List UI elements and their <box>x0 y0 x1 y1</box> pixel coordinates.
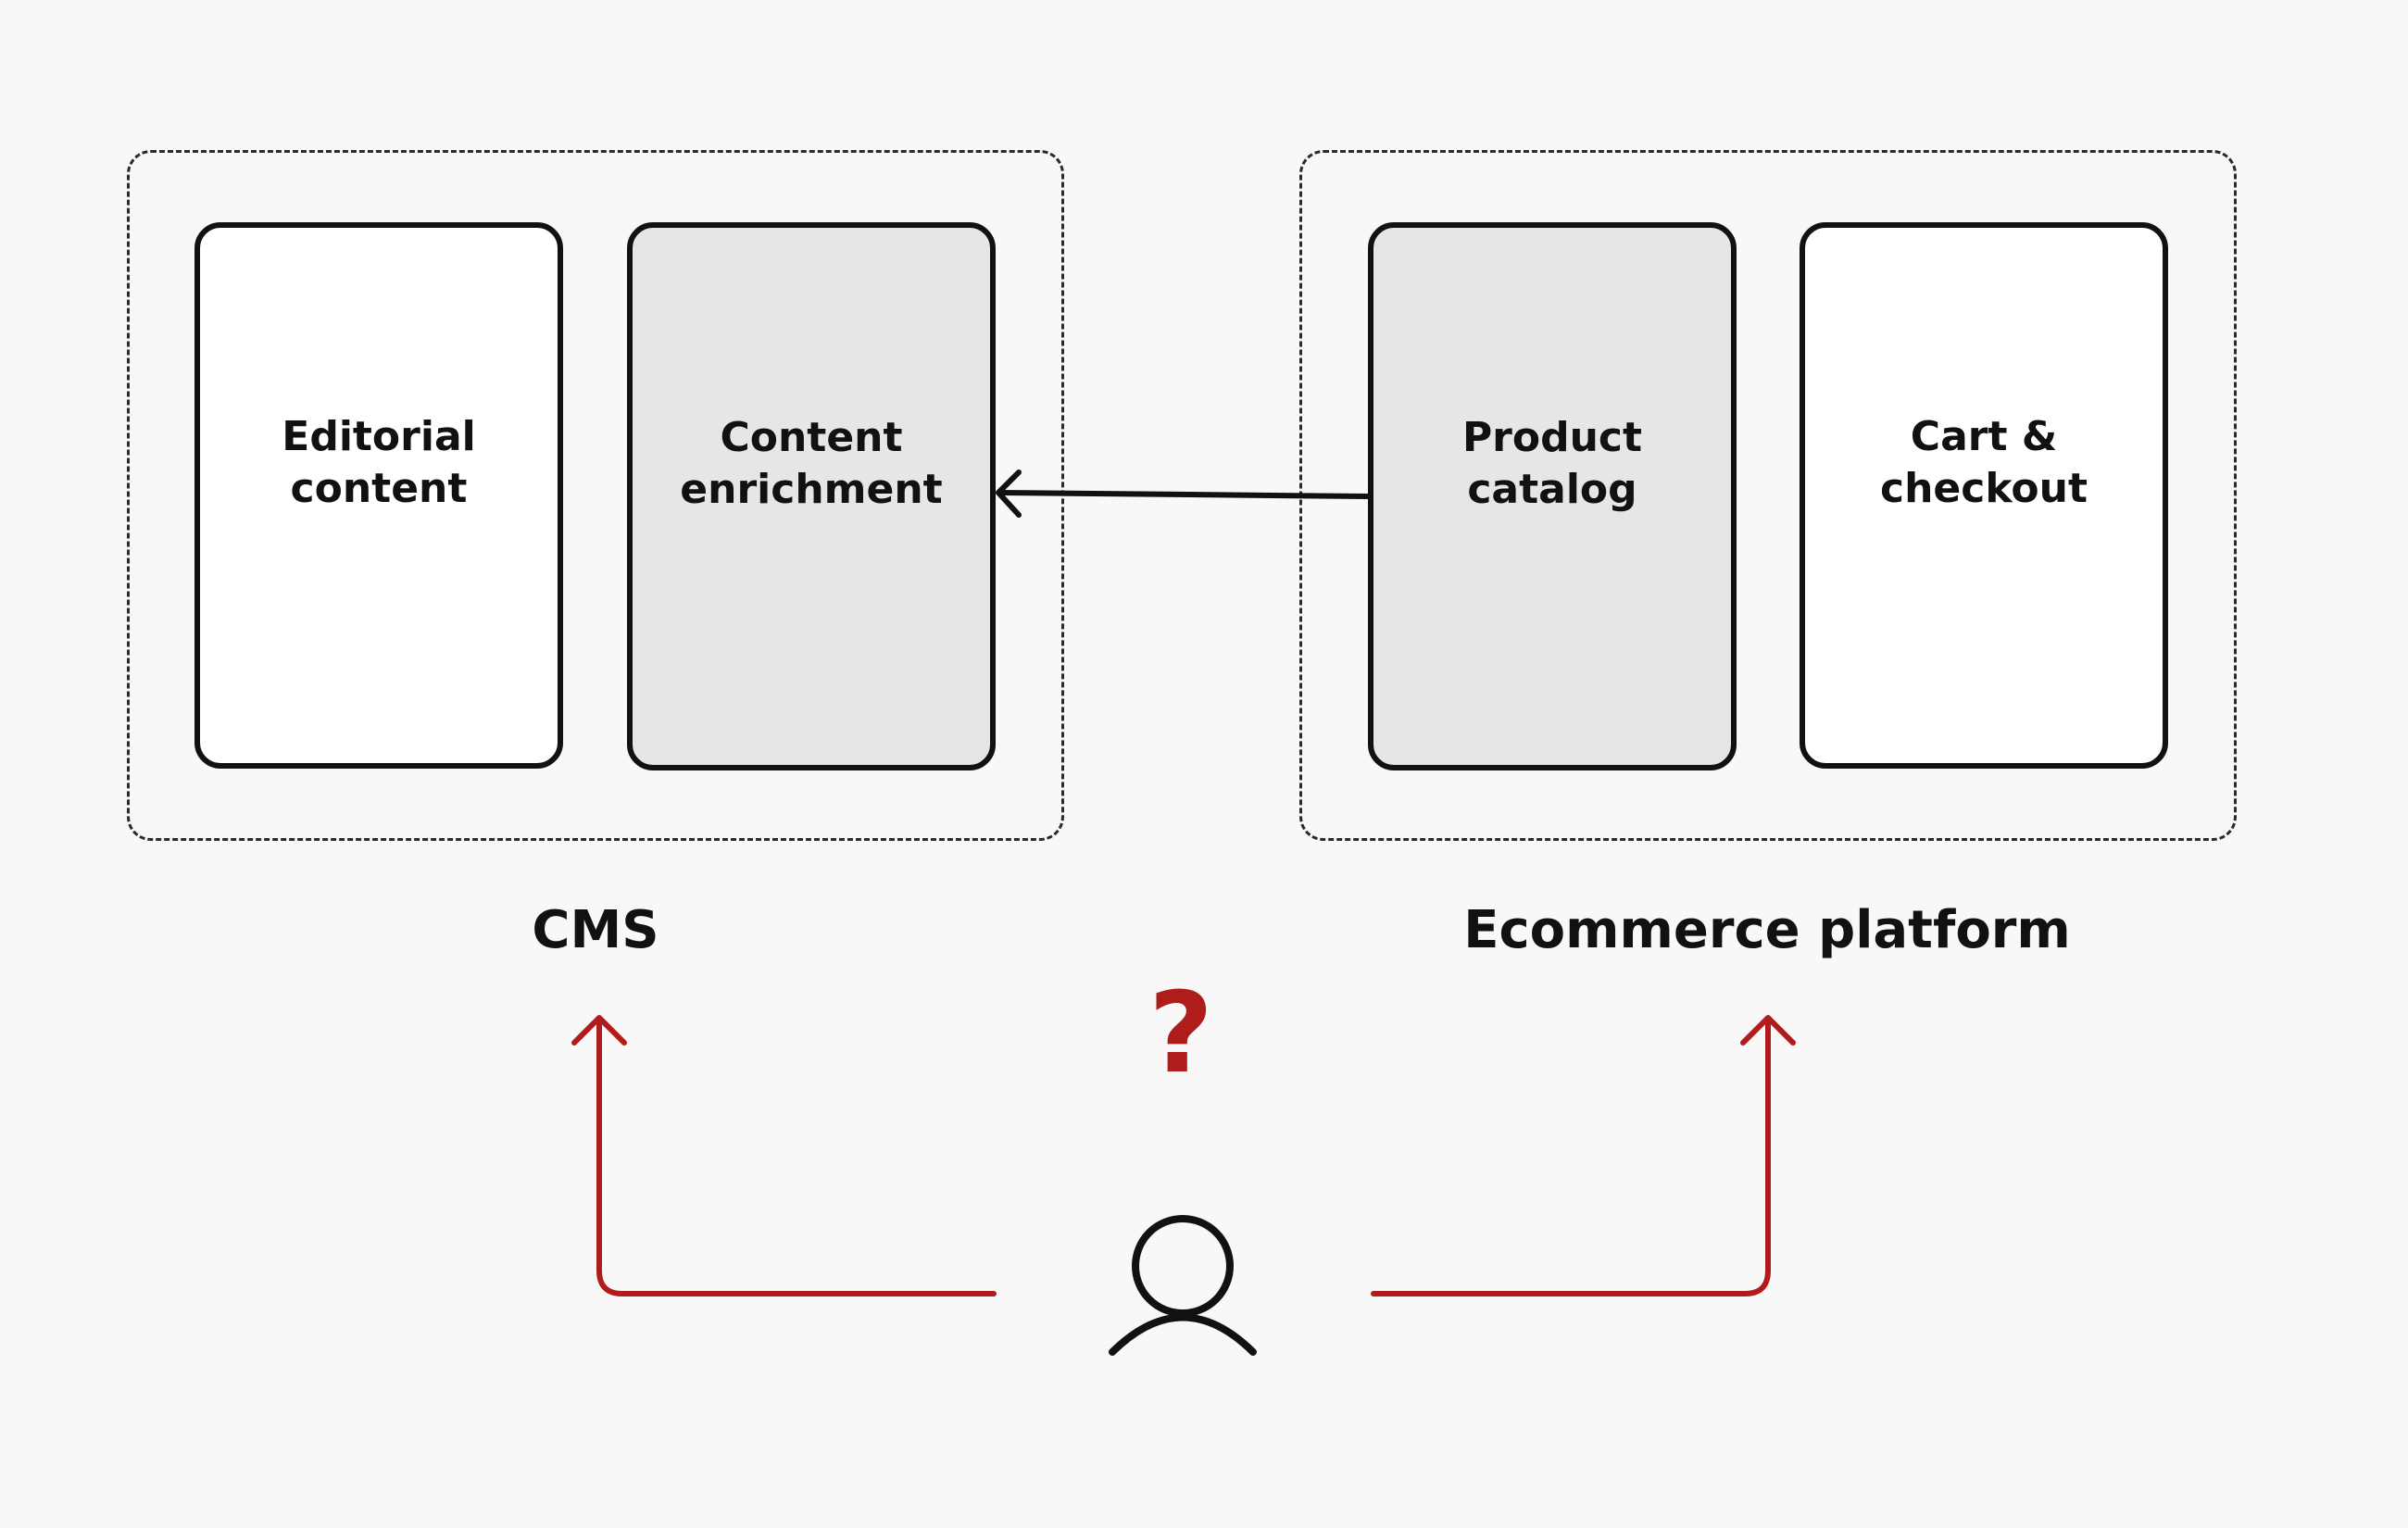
card-label: Editorial content <box>282 413 476 512</box>
user-icon <box>1109 1215 1257 1356</box>
catalog-to-enrichment-arrow <box>996 470 1371 518</box>
card-content-enrichment: Content enrichment <box>627 222 996 770</box>
user-to-ecommerce-arrow <box>1371 1015 1796 1296</box>
card-cart-checkout: Cart & checkout <box>1800 222 2168 769</box>
question-mark: ? <box>1148 970 1213 1098</box>
cms-label: CMS <box>532 900 659 960</box>
card-editorial-content: Editorial content <box>194 222 563 769</box>
card-label: Product catalog <box>1461 414 1643 513</box>
card-label: Cart & checkout <box>1880 413 2088 512</box>
ecommerce-platform-label: Ecommerce platform <box>1463 900 2071 960</box>
card-label: Content enrichment <box>680 414 943 513</box>
user-to-cms-arrow <box>571 1015 997 1296</box>
